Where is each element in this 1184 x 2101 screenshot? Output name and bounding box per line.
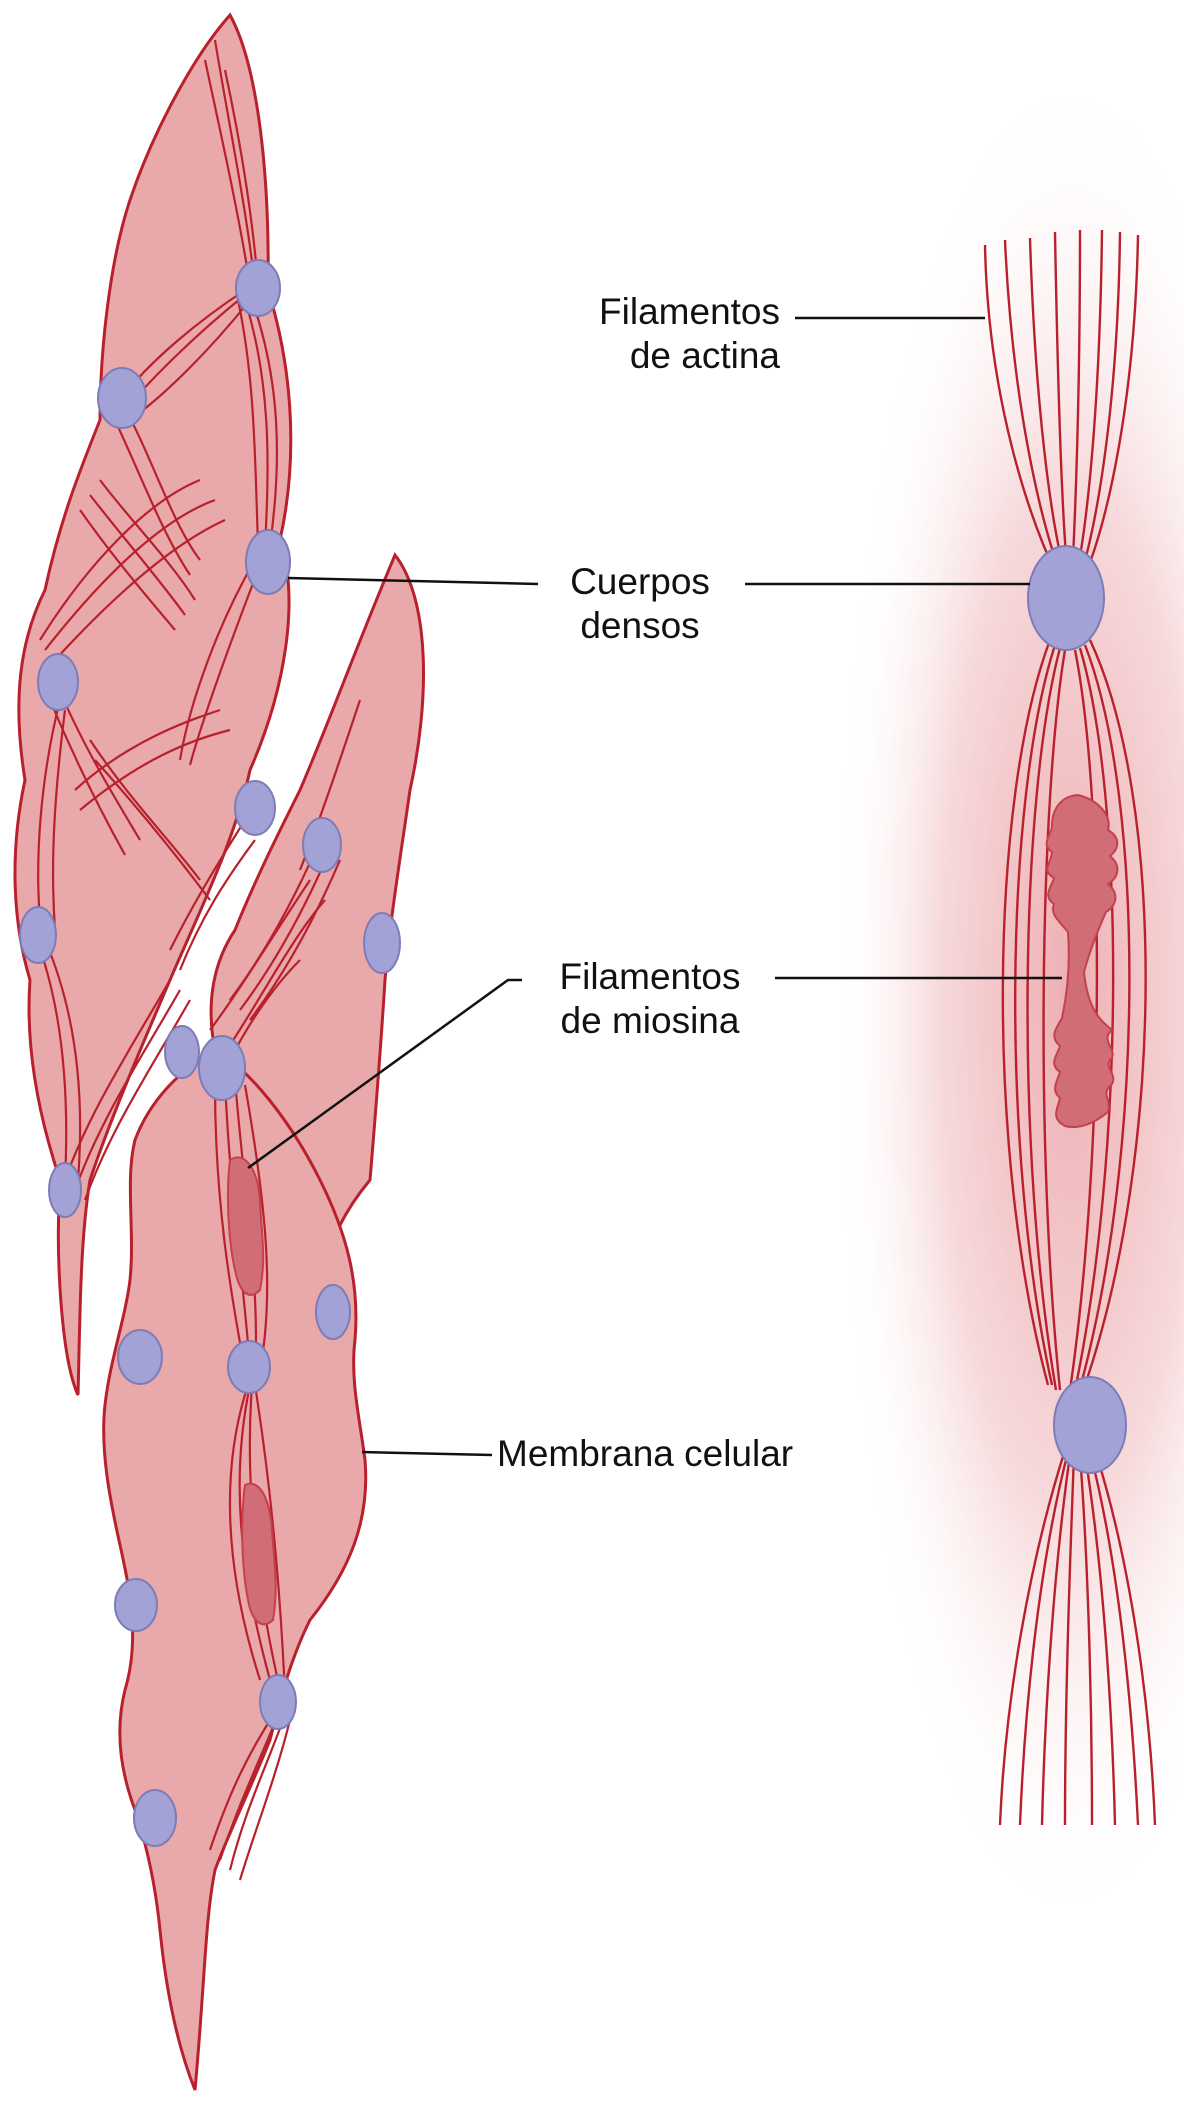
dense-body [236,260,280,316]
label-myosin-line2: de miosina [525,999,775,1043]
dense-body [98,368,146,428]
leader-dense-left [288,578,538,584]
dense-body [134,1790,176,1846]
label-dense-line2: densos [545,604,735,648]
detail-dense-body-upper [1028,546,1104,650]
label-dense-bodies: Cuerpos densos [545,560,735,648]
dense-body [228,1341,270,1393]
dense-body [246,530,290,594]
dense-body [199,1036,245,1100]
dense-body [303,818,341,872]
label-membrane-line1: Membrana celular [497,1432,877,1476]
label-actin-line2: de actina [520,334,780,378]
dense-body [316,1285,350,1339]
label-myosin-filaments: Filamentos de miosina [525,955,775,1043]
dense-body [235,781,275,835]
leader-membrane [362,1452,492,1455]
label-myosin-line1: Filamentos [525,955,775,999]
label-dense-line1: Cuerpos [545,560,735,604]
dense-body [38,654,78,710]
cell-group [15,15,424,2090]
detail-dense-body-lower [1054,1377,1126,1473]
dense-body [165,1026,199,1078]
dense-body [260,1675,296,1729]
dense-body [118,1330,162,1384]
label-actin-line1: Filamentos [520,290,780,334]
label-cell-membrane: Membrana celular [497,1432,877,1476]
detail-glow [830,60,1184,1940]
dense-body [49,1163,81,1217]
dense-body [20,907,56,963]
label-actin-filaments: Filamentos de actina [520,290,780,378]
dense-body [115,1579,157,1631]
dense-body [364,913,400,973]
